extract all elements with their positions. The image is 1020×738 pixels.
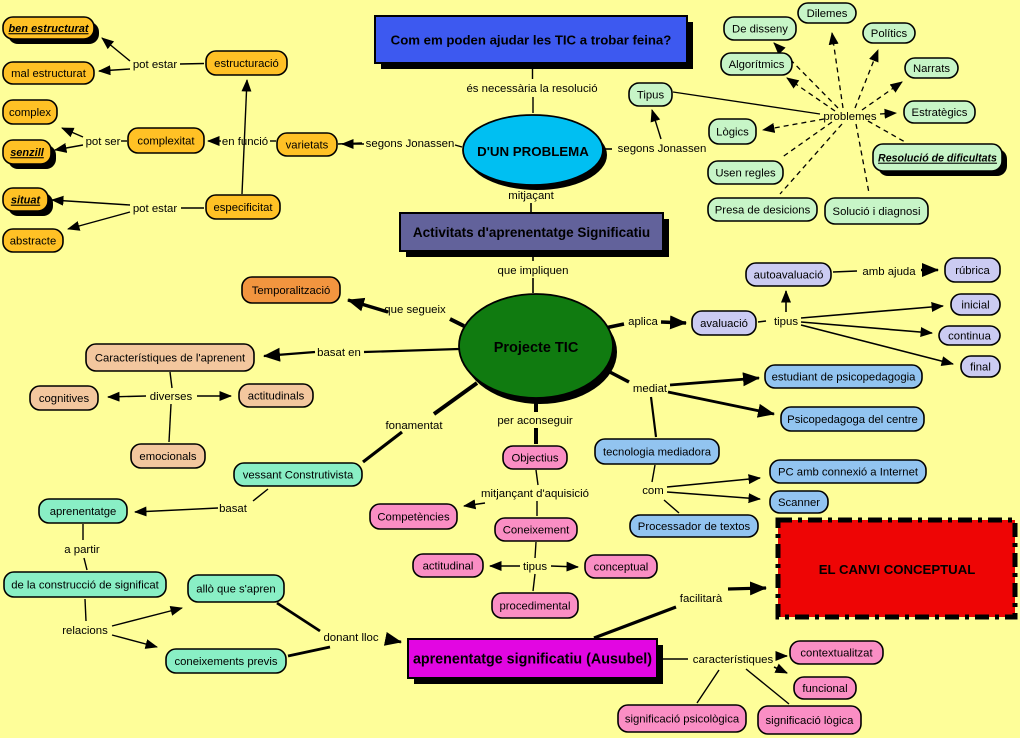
svg-text:per aconseguir: per aconseguir (497, 415, 573, 427)
svg-text:varietats: varietats (286, 140, 329, 152)
svg-text:que impliquen: que impliquen (498, 265, 569, 277)
svg-text:procedimental: procedimental (500, 601, 571, 613)
svg-text:coneixements previs: coneixements previs (175, 656, 278, 668)
svg-text:Polítics: Polítics (871, 28, 908, 40)
svg-text:vessant Construtivista: vessant Construtivista (243, 470, 354, 482)
svg-text:actitudinal: actitudinal (423, 561, 474, 573)
svg-text:rúbrica: rúbrica (955, 265, 990, 277)
svg-text:Objectius: Objectius (511, 453, 558, 465)
svg-text:aprenentatge significatiu (Aus: aprenentatge significatiu (Ausubel) (413, 651, 652, 667)
svg-text:contextualitzat: contextualitzat (800, 648, 873, 660)
svg-text:Temporalització: Temporalització (252, 285, 330, 297)
svg-text:donant lloc: donant lloc (323, 632, 378, 644)
svg-text:segons Jonassen: segons Jonassen (618, 143, 707, 155)
svg-text:basat: basat (219, 503, 248, 515)
svg-text:tipus: tipus (523, 561, 547, 573)
svg-text:que segueix: que segueix (384, 304, 446, 316)
svg-text:Dilemes: Dilemes (807, 8, 848, 20)
svg-text:fonamentat: fonamentat (386, 420, 444, 432)
svg-text:mitjançant d'aquisició: mitjançant d'aquisició (481, 488, 589, 500)
svg-text:situat: situat (11, 195, 42, 207)
svg-text:funcional: funcional (802, 683, 847, 695)
svg-text:Algorítmics: Algorítmics (729, 59, 785, 71)
svg-text:Competències: Competències (377, 512, 450, 524)
svg-text:EL CANVI CONCEPTUAL: EL CANVI CONCEPTUAL (819, 562, 976, 577)
svg-text:aplica: aplica (628, 316, 658, 328)
svg-text:Processador de textos: Processador de textos (638, 521, 751, 533)
svg-text:Activitats d'aprenentatge Sign: Activitats d'aprenentatge Significatiu (413, 225, 650, 240)
svg-text:pot estar: pot estar (133, 203, 178, 215)
svg-text:tecnologia mediadora: tecnologia mediadora (603, 447, 712, 459)
svg-text:inicial: inicial (961, 300, 989, 312)
svg-text:Psicopedagoga del centre: Psicopedagoga del centre (787, 414, 918, 426)
svg-text:D'UN PROBLEMA: D'UN PROBLEMA (477, 144, 589, 159)
svg-text:tipus: tipus (774, 316, 798, 328)
svg-text:estudiant de psicopedagogia: estudiant de psicopedagogia (772, 372, 917, 384)
svg-text:com: com (642, 485, 664, 497)
svg-text:relacions: relacions (62, 625, 108, 637)
svg-text:Estratègics: Estratègics (912, 107, 968, 119)
svg-text:Solució i diagnosi: Solució i diagnosi (833, 206, 921, 218)
svg-text:complex: complex (9, 107, 51, 119)
svg-text:abstracte: abstracte (10, 236, 56, 248)
svg-text:complexitat: complexitat (137, 136, 195, 148)
svg-text:amb ajuda: amb ajuda (862, 266, 916, 278)
svg-text:Coneixement: Coneixement (503, 525, 570, 537)
svg-text:De disseny: De disseny (732, 24, 788, 36)
svg-text:estructuració: estructuració (214, 58, 279, 70)
svg-text:actitudinals: actitudinals (248, 391, 305, 403)
svg-text:problemes: problemes (823, 111, 876, 123)
svg-text:cognitives: cognitives (39, 393, 90, 405)
svg-text:facilitarà: facilitarà (680, 593, 723, 605)
svg-text:a partir: a partir (64, 544, 100, 556)
svg-text:pot estar: pot estar (133, 59, 178, 71)
svg-text:Narrats: Narrats (913, 63, 950, 75)
svg-text:allò que s'apren: allò que s'apren (196, 584, 275, 596)
svg-text:final: final (970, 362, 991, 374)
svg-text:Projecte TIC: Projecte TIC (494, 340, 579, 356)
svg-text:de la construcció de significa: de la construcció de significat (11, 580, 159, 592)
svg-text:pot ser: pot ser (86, 136, 121, 148)
svg-text:autoavaluació: autoavaluació (754, 270, 824, 282)
svg-text:mal estructurat: mal estructurat (11, 68, 87, 80)
svg-text:Característiques de l'aprenent: Característiques de l'aprenent (95, 353, 246, 365)
svg-text:en funció: en funció (222, 136, 268, 148)
svg-text:Presa de desicions: Presa de desicions (715, 205, 811, 217)
svg-text:continua: continua (948, 331, 991, 343)
svg-text:emocionals: emocionals (139, 451, 196, 463)
svg-text:especificitat: especificitat (213, 202, 273, 214)
svg-text:significació psicològica: significació psicològica (625, 714, 740, 726)
svg-text:Lògics: Lògics (716, 127, 749, 139)
svg-text:ben estructurat: ben estructurat (8, 23, 89, 35)
svg-text:PC amb connexió a Internet: PC amb connexió a Internet (778, 467, 919, 479)
svg-text:Com em poden ajudar les TIC a: Com em poden ajudar les TIC a trobar fei… (391, 32, 672, 47)
svg-text:Tipus: Tipus (637, 90, 665, 102)
svg-text:aprenentatge: aprenentatge (50, 506, 117, 518)
svg-text:significació lògica: significació lògica (766, 715, 855, 727)
svg-text:segons Jonassen: segons Jonassen (366, 138, 455, 150)
svg-text:conceptual: conceptual (594, 562, 649, 574)
svg-text:avaluació: avaluació (700, 318, 748, 330)
svg-text:mitjaçant: mitjaçant (508, 190, 554, 202)
svg-text:Resolució de dificultats: Resolució de dificultats (878, 153, 997, 165)
svg-text:basat en: basat en (317, 347, 361, 359)
svg-text:Usen regles: Usen regles (715, 168, 776, 180)
svg-text:diverses: diverses (150, 391, 193, 403)
svg-text:característiques: característiques (693, 654, 774, 666)
svg-text:mediat: mediat (633, 383, 668, 395)
svg-text:senzill: senzill (10, 147, 45, 159)
svg-text:és necessària la resolució: és necessària la resolució (466, 83, 597, 95)
svg-text:Scanner: Scanner (778, 497, 820, 509)
